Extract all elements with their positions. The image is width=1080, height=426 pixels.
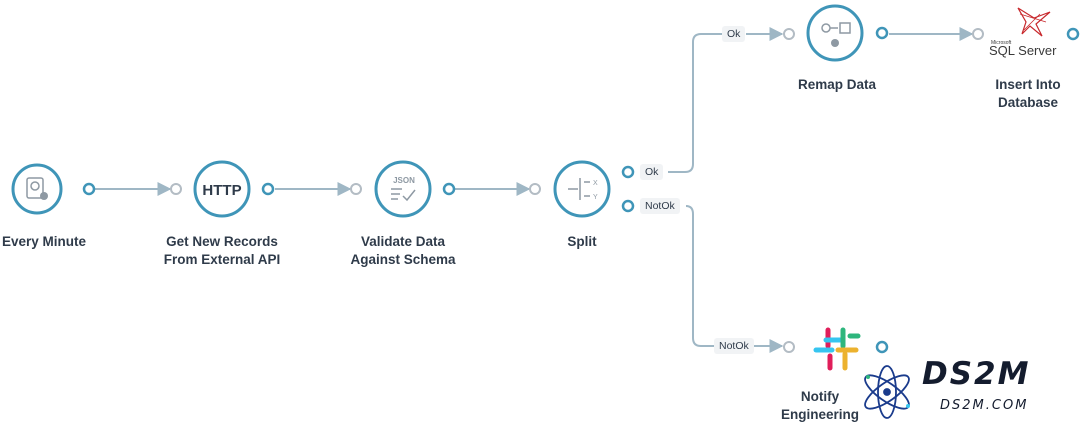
watermark-title: DS2M bbox=[922, 356, 1031, 392]
schedule-gear-icon bbox=[26, 177, 48, 200]
watermark-url: DS2M.COM bbox=[940, 398, 1029, 413]
label-split: Split bbox=[502, 233, 662, 251]
output-port[interactable] bbox=[875, 340, 889, 354]
label-line: Split bbox=[567, 234, 597, 249]
label-every-minute: Every Minute bbox=[0, 233, 124, 251]
edge-label-notok[interactable]: NotOk bbox=[714, 338, 754, 354]
svg-text:X: X bbox=[593, 180, 598, 187]
split-icon: X Y bbox=[568, 178, 598, 201]
input-port[interactable] bbox=[783, 341, 795, 353]
sql-product-text: SQL Server bbox=[989, 43, 1057, 58]
edge-split-notok-to-slack bbox=[685, 205, 714, 347]
edge-split-ok-to-remap bbox=[668, 33, 722, 173]
label-line: Every Minute bbox=[1, 234, 87, 249]
label-json: Validate Data Against Schema bbox=[323, 233, 483, 269]
output-port[interactable] bbox=[261, 182, 275, 196]
node-json[interactable]: JSON bbox=[350, 160, 456, 218]
slack-icon bbox=[813, 327, 861, 371]
connectors bbox=[95, 27, 974, 353]
input-port[interactable] bbox=[529, 183, 541, 195]
label-line: Remap Data bbox=[797, 77, 877, 92]
svg-text:Y: Y bbox=[593, 194, 598, 201]
node-http[interactable]: HTTP bbox=[170, 160, 275, 218]
checklist-icon bbox=[391, 188, 416, 202]
label-line: From External API bbox=[163, 252, 281, 267]
json-icon-text: JSON bbox=[393, 176, 415, 185]
node-sql-server[interactable]: Microsoft SQL Server bbox=[972, 7, 1080, 58]
label-line: Notify bbox=[800, 389, 840, 404]
node-remap[interactable] bbox=[783, 4, 889, 62]
node-slack[interactable] bbox=[783, 327, 889, 371]
sql-brand-text: Microsoft bbox=[991, 40, 1012, 46]
label-line: Insert Into bbox=[995, 77, 1061, 92]
edge-label-ok[interactable]: Ok bbox=[722, 26, 746, 42]
input-port[interactable] bbox=[783, 28, 795, 40]
output-port-notok[interactable] bbox=[621, 199, 635, 213]
output-port[interactable] bbox=[442, 182, 456, 196]
sql-server-logo-icon: Microsoft SQL Server bbox=[989, 7, 1057, 58]
input-port[interactable] bbox=[170, 183, 182, 195]
label-remap: Remap Data bbox=[757, 76, 917, 94]
node-split[interactable]: X Y bbox=[529, 160, 635, 218]
http-icon-text: HTTP bbox=[202, 182, 241, 199]
remap-gear-icon bbox=[821, 22, 851, 47]
label-slack: Notify Engineering bbox=[740, 388, 900, 424]
node-every-minute[interactable] bbox=[11, 163, 96, 215]
label-sql: Insert Into Database bbox=[948, 76, 1080, 112]
label-line: Database bbox=[997, 95, 1059, 110]
label-http: Get New Records From External API bbox=[142, 233, 302, 269]
label-line: Against Schema bbox=[350, 252, 456, 267]
output-port-ok[interactable] bbox=[621, 165, 635, 179]
label-line: Engineering bbox=[780, 407, 859, 422]
output-port[interactable] bbox=[82, 182, 96, 196]
output-port[interactable] bbox=[1066, 27, 1080, 41]
output-port[interactable] bbox=[875, 26, 889, 40]
input-port[interactable] bbox=[972, 28, 984, 40]
label-line: Get New Records bbox=[166, 234, 278, 249]
label-line: Validate Data bbox=[360, 234, 446, 249]
split-output-ok-label[interactable]: Ok bbox=[640, 164, 664, 180]
ds2m-atom-logo-icon bbox=[864, 365, 910, 419]
split-output-notok-label[interactable]: NotOk bbox=[640, 198, 680, 214]
input-port[interactable] bbox=[350, 183, 362, 195]
